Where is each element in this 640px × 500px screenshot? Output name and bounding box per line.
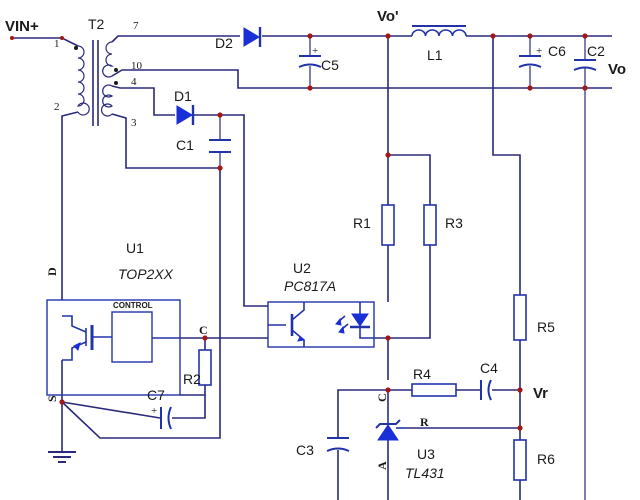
label-d2: D2	[215, 35, 233, 51]
pin-c6-plus: +	[536, 45, 542, 57]
label-u1-part: TOP2XX	[118, 266, 174, 282]
label-vo: Vo	[608, 61, 626, 78]
capacitor-c2	[573, 59, 597, 71]
diode-d2	[243, 27, 262, 47]
pin-c5-plus: +	[312, 45, 318, 57]
pin-t2-1: 1	[54, 38, 60, 50]
capacitor-c7	[160, 406, 172, 430]
capacitor-c4	[480, 379, 492, 401]
resistor-r3	[423, 204, 437, 246]
labels: VIN+ Vo' Vo Vr T2 D2 D1 C1 C5 C6 C2 L1 R…	[5, 8, 626, 481]
label-c1: C1	[176, 137, 194, 153]
label-u2: U2	[293, 260, 311, 276]
label-u3-part: TL431	[405, 465, 445, 481]
ic-u1	[46, 299, 181, 396]
label-r1: R1	[353, 215, 371, 231]
resistor-r1	[381, 204, 395, 246]
resistor-r6	[513, 439, 527, 481]
label-l1: L1	[427, 47, 443, 63]
diode-d1	[176, 105, 195, 125]
label-u1-control: CONTROL	[113, 301, 153, 310]
label-c4: C4	[480, 360, 498, 376]
pin-u1-c: C	[199, 323, 208, 337]
resistor-r4	[411, 383, 457, 397]
resistor-r5	[513, 294, 527, 341]
label-r5: R5	[537, 319, 555, 335]
pin-u1-s: S	[45, 395, 59, 402]
transformer-t2	[74, 40, 118, 126]
label-vin: VIN+	[5, 18, 39, 35]
inductor-l1	[411, 25, 467, 37]
pin-u1-d: D	[45, 267, 59, 276]
label-r4: R4	[413, 366, 431, 382]
pin-u3-a: A	[375, 461, 389, 470]
label-c7: C7	[147, 387, 165, 403]
label-vo-prime: Vo'	[377, 8, 399, 25]
shunt-regulator-u3	[375, 415, 405, 441]
pin-u3-c: C	[375, 393, 389, 402]
capacitor-c5	[298, 55, 322, 68]
label-r2: R2	[183, 371, 201, 387]
pin-t2-2: 2	[54, 101, 60, 113]
label-t2: T2	[88, 16, 105, 32]
pin-t2-3: 3	[131, 117, 137, 129]
label-r3: R3	[445, 215, 463, 231]
capacitor-c3	[326, 437, 350, 452]
label-c3: C3	[296, 442, 314, 458]
label-c6: C6	[548, 43, 566, 59]
capacitor-c1	[209, 139, 231, 153]
label-c2: C2	[587, 43, 605, 59]
ground-icon	[48, 451, 76, 463]
label-u2-part: PC817A	[284, 278, 336, 294]
label-r6: R6	[537, 451, 555, 467]
junctions	[10, 33, 588, 431]
pin-u3-r: R	[420, 415, 429, 429]
label-vr: Vr	[533, 385, 548, 402]
optocoupler-u2	[267, 301, 375, 348]
capacitor-c6	[518, 55, 542, 68]
pin-t2-7: 7	[133, 20, 139, 32]
label-u1: U1	[126, 240, 144, 256]
pin-t2-4: 4	[131, 76, 137, 88]
label-u3: U3	[417, 446, 435, 462]
wires	[12, 35, 612, 500]
pin-t2-10: 10	[131, 60, 143, 72]
pin-c7-plus: +	[151, 405, 157, 417]
label-c5: C5	[321, 57, 339, 73]
label-d1: D1	[174, 88, 192, 104]
resistor-r2	[198, 349, 212, 386]
